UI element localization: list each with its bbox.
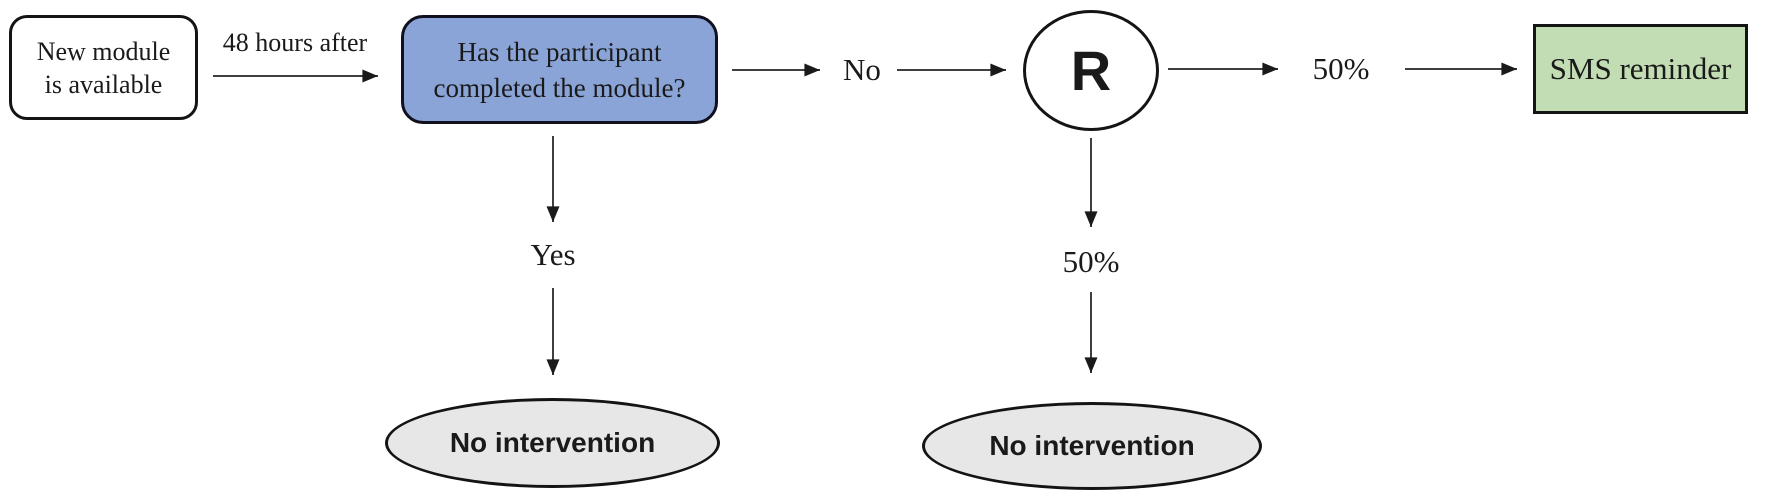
start-node-label-line2: is available <box>44 69 163 99</box>
decision-node-label-line2: completed the module? <box>433 72 686 103</box>
no-intervention-yes-branch-label: No intervention <box>449 427 656 458</box>
start-node: New module is available <box>9 15 198 120</box>
edge-label-yes: Yes <box>530 237 576 272</box>
sms-reminder-node: SMS reminder <box>1533 24 1748 114</box>
randomization-node-label: R <box>1070 38 1112 102</box>
edge-label-no: No <box>843 52 881 87</box>
randomization-node: R <box>1023 10 1159 131</box>
sms-reminder-node-label: SMS reminder <box>1549 51 1732 86</box>
decision-node-label-line1: Has the participant <box>457 36 662 67</box>
edge-label-fifty-percent-down: 50% <box>1062 244 1120 279</box>
edge-label-48-hours-after: 48 hours after <box>222 28 368 57</box>
edge-label-fifty-percent-right: 50% <box>1312 51 1370 86</box>
no-intervention-node-random-branch: No intervention <box>922 402 1262 490</box>
no-intervention-random-branch-label: No intervention <box>989 430 1195 461</box>
no-intervention-node-yes-branch: No intervention <box>385 398 720 488</box>
decision-node: Has the participant completed the module… <box>401 15 718 124</box>
start-node-label-line1: New module <box>36 36 171 66</box>
